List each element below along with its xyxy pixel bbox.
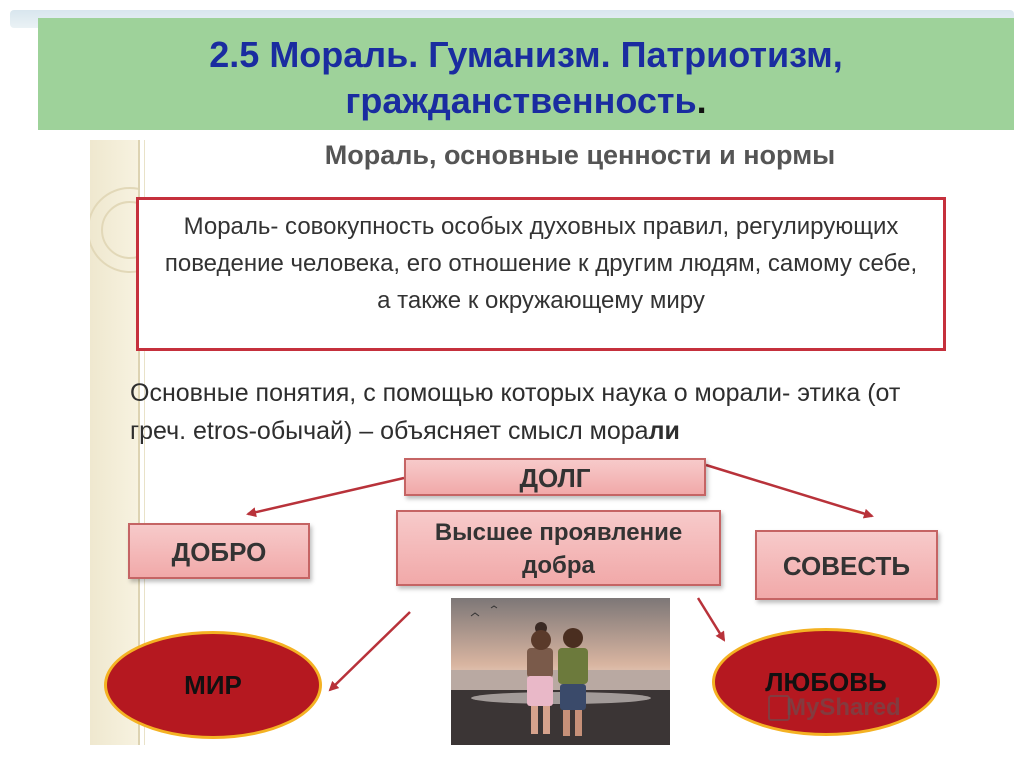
title-dot: . (696, 80, 707, 121)
arrow-icon (328, 611, 411, 692)
oval-mir: МИР (104, 631, 322, 739)
box-dolg: ДОЛГ (404, 458, 706, 496)
definition-box: Мораль- совокупность особых духовных пра… (136, 197, 946, 351)
slide-subtitle: Мораль, основные ценности и нормы (324, 140, 836, 170)
side-decor-lines (138, 140, 145, 745)
presentation-icon (768, 695, 790, 721)
arrow-icon (246, 476, 405, 518)
box-highest-good: Высшее проявление добра (396, 510, 721, 586)
concepts-main: Основные понятия, с помощью которых наук… (130, 379, 901, 445)
title-line-1: 2.5 Мораль. Гуманизм. Патриотизм, (209, 34, 843, 75)
title-line-2: гражданственность (345, 80, 697, 121)
concepts-text: Основные понятия, с помощью которых наук… (130, 374, 950, 450)
oval-love: ЛЮБОВЬ (712, 628, 940, 736)
arrow-icon (696, 597, 726, 642)
arrow-icon (705, 463, 874, 519)
children-photo (451, 598, 670, 745)
page-title: 2.5 Мораль. Гуманизм. Патриотизм, граждан… (38, 32, 1014, 124)
side-decor-stripe (87, 140, 173, 745)
title-bar (38, 18, 1014, 130)
concepts-tail: ли (648, 417, 680, 445)
watermark: MyShared (786, 694, 901, 721)
box-dobro: ДОБРО (128, 523, 310, 579)
box-sovest: СОВЕСТЬ (755, 530, 938, 600)
